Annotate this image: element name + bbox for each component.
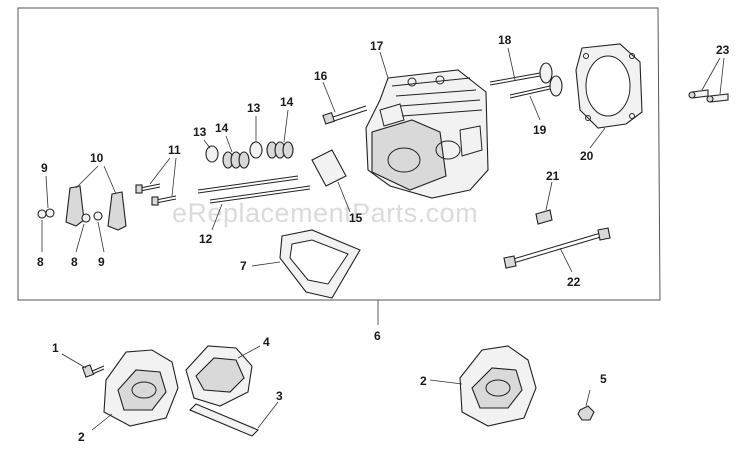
callout-9-left: 9 [41,161,48,175]
callout-8-right: 8 [71,255,78,269]
leader-17 [379,51,389,79]
callout-21: 21 [546,169,560,183]
valve-spring-left-part [205,145,250,169]
callout-13-right: 13 [247,101,261,115]
leader-12 [211,203,223,231]
rocker-studs-part [135,183,177,206]
rocker-arms-part [65,185,127,231]
callout-16: 16 [314,69,328,83]
rocker-pivot-right-part [81,211,103,223]
breather-cover-part [185,345,253,407]
leader-15 [337,181,351,213]
callout-19: 19 [533,123,547,137]
leader-11 [149,157,177,197]
leader-10 [75,165,117,195]
leader-21 [545,181,553,211]
valve-cover-left-part [103,349,179,427]
long-stud-part [503,227,611,269]
leader-14b [283,109,289,143]
leader-7 [251,261,281,267]
leader-19 [529,95,541,121]
callout-3: 3 [276,389,283,403]
dowel-pins-part [688,89,729,103]
callout-9-right: 9 [98,255,105,269]
leader-5 [585,389,591,407]
nut-part [577,405,595,421]
callout-11: 11 [168,143,181,157]
leader-22 [559,247,573,273]
callout-20: 20 [580,149,594,163]
leader-13a [203,139,211,149]
leader-1 [61,353,87,369]
leader-2b [429,379,463,385]
callout-6: 6 [374,329,381,343]
watermark: eReplacementParts.com [172,198,478,228]
leader-3 [257,401,279,429]
callout-14-left: 14 [215,121,229,135]
breather-tube-part [189,403,259,437]
leader-23 [701,57,725,95]
callout-23: 23 [716,43,730,57]
callout-12: 12 [199,232,213,246]
leader-4 [237,345,261,359]
callout-13-left: 13 [193,125,207,139]
callout-4: 4 [263,335,270,349]
callout-10: 10 [90,151,104,165]
valve-spring-right-part [249,141,294,159]
push-rods-part [197,175,311,204]
callout-15: 15 [349,211,363,225]
callout-22: 22 [567,275,581,289]
callout-17: 17 [370,39,384,53]
callout-2-left: 2 [78,430,85,444]
callout-2-right: 2 [420,374,427,388]
leader-8b [75,223,85,253]
short-stud-part [535,209,553,225]
assembly-frame [17,7,661,301]
leader-14a [225,135,233,153]
cylinder-head-part [365,69,489,199]
head-gasket-part [575,43,643,129]
leader-16 [322,81,336,113]
leader-2a [91,413,113,431]
callout-8-left: 8 [37,255,44,269]
valve-intake-part [489,62,553,86]
rocker-pivot-left-part [37,208,55,219]
callout-14-right: 14 [280,95,294,109]
breather-gasket-part [279,229,361,299]
screw-part [81,364,105,378]
callout-7: 7 [240,259,247,273]
valve-cover-right-part [459,345,537,427]
small-gasket-part [311,149,347,187]
valve-exhaust-part [509,75,563,99]
callout-18: 18 [498,33,512,47]
leader-9a [45,175,49,209]
leader-18 [507,47,516,81]
leader-9b [97,221,105,253]
callout-1: 1 [52,341,59,355]
callout-5: 5 [600,372,607,386]
head-bolt-part [322,105,368,125]
leader-20 [589,127,606,149]
